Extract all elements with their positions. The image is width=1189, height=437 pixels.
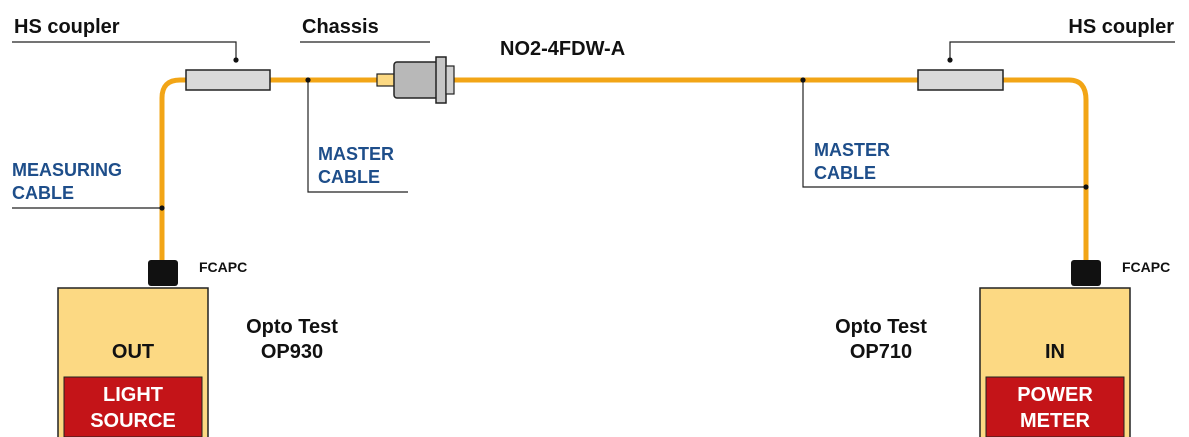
device-right-brand: Opto Test xyxy=(835,316,927,338)
device-right-model: OP710 xyxy=(850,341,912,363)
connector-model-label: NO2-4FDW-A xyxy=(500,38,625,60)
master-cable-left-label-line1: MASTER xyxy=(318,144,394,164)
connector-right-label: FCAPC xyxy=(1122,259,1170,275)
marker-dots xyxy=(159,57,1089,211)
chassis-label: Chassis xyxy=(302,16,379,38)
power-meter-device xyxy=(979,260,1131,437)
fiber-cable xyxy=(159,77,1089,265)
hs-coupler-right xyxy=(917,69,1004,91)
connector-left-label: FCAPC xyxy=(199,259,247,275)
measuring-cable-label-line1: MEASURING xyxy=(12,160,122,180)
light-source-device xyxy=(57,260,209,437)
light-source-label-line1: LIGHT xyxy=(103,384,163,406)
hs-coupler-left xyxy=(185,69,271,91)
measuring-cable-label-line2: CABLE xyxy=(12,183,74,203)
master-cable-left-label-line2: CABLE xyxy=(318,167,380,187)
hs-coupler-left-label: HS coupler xyxy=(14,16,120,38)
hs-coupler-right-label: HS coupler xyxy=(1068,16,1174,38)
connector-port-right xyxy=(1071,260,1101,286)
connector-port-left xyxy=(148,260,178,286)
light-source-label-line2: SOURCE xyxy=(90,410,176,432)
master-cable-right-label-line1: MASTER xyxy=(814,140,890,160)
port-out-label: OUT xyxy=(112,341,154,363)
device-left-model: OP930 xyxy=(261,341,323,363)
master-cable-right-label-line2: CABLE xyxy=(814,163,876,183)
power-meter-label-line2: METER xyxy=(1020,410,1091,432)
chassis-connector xyxy=(376,56,455,104)
port-in-label: IN xyxy=(1045,341,1065,363)
device-left-brand: Opto Test xyxy=(246,316,338,338)
leader-lines xyxy=(12,41,1175,209)
power-meter-label-line1: POWER xyxy=(1017,384,1093,406)
